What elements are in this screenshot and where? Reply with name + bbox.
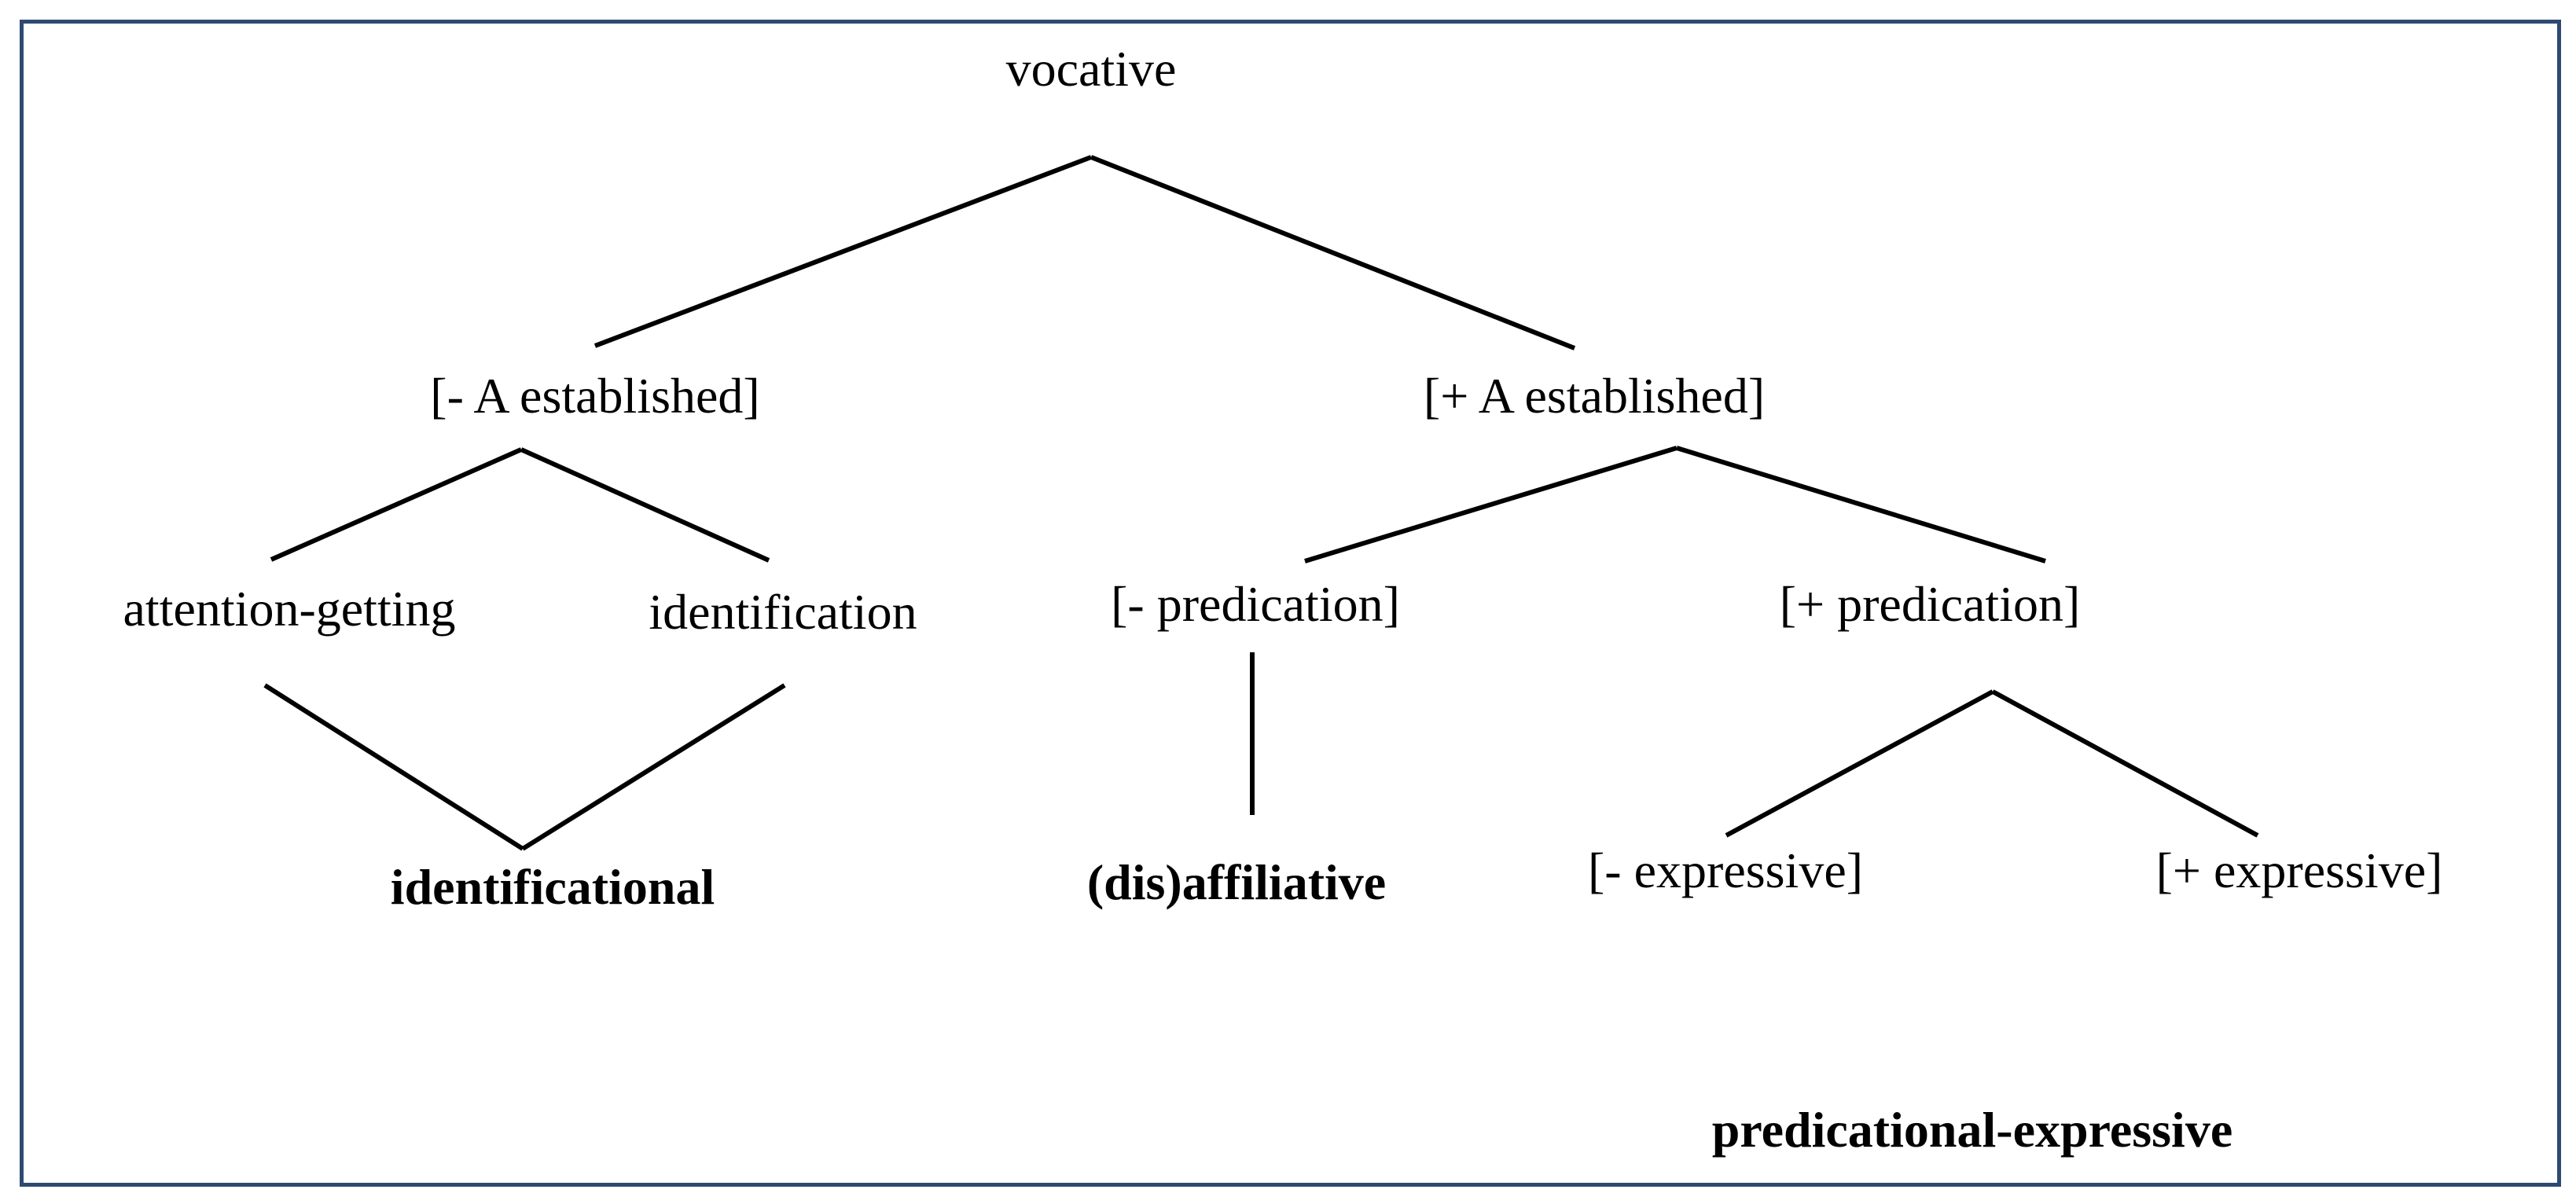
tree-node-predication-plus: [+ predication] bbox=[1779, 576, 2081, 632]
tree-node-expressive-plus: [+ expressive] bbox=[2155, 842, 2443, 898]
tree-node-attention-getting: attention-getting bbox=[123, 581, 456, 637]
tree-node-a-established-plus: [+ A established] bbox=[1423, 368, 1766, 424]
tree-node-identification: identification bbox=[649, 584, 917, 640]
tree-edge-plus-a-to-plus-predication bbox=[1676, 446, 2046, 563]
tree-node-vocative: vocative bbox=[1005, 41, 1177, 97]
tree-node-predication-minus: [- predication] bbox=[1111, 576, 1400, 632]
tree-node-expressive-minus: [- expressive] bbox=[1587, 842, 1864, 898]
figure-border bbox=[20, 20, 2561, 1187]
tree-edge-root-to-minus-a bbox=[593, 155, 1093, 348]
tree-edge-minus-a-to-identification bbox=[520, 447, 770, 563]
tree-edge-identification-to-identificational bbox=[521, 683, 786, 851]
tree-edge-minus-a-to-attention bbox=[270, 447, 523, 562]
tree-node-predicational-expressive: predicational-expressive bbox=[1711, 1102, 2233, 1158]
tree-edge-attention-to-identificational bbox=[263, 683, 524, 851]
tree-node-a-established-minus: [- A established] bbox=[430, 368, 760, 424]
tree-edge-plus-a-to-minus-predication bbox=[1304, 446, 1678, 563]
tree-edge-group bbox=[263, 155, 2259, 851]
tree-edge-plus-predication-to-plus-expressive bbox=[1991, 689, 2259, 838]
tree-node-disaffiliative: (dis)affiliative bbox=[1086, 854, 1387, 910]
tree-edge-root-to-plus-a bbox=[1090, 155, 1576, 351]
tree-node-identificational: identificational bbox=[390, 859, 715, 915]
tree-edge-plus-predication-to-minus-expressive bbox=[1725, 689, 1994, 838]
